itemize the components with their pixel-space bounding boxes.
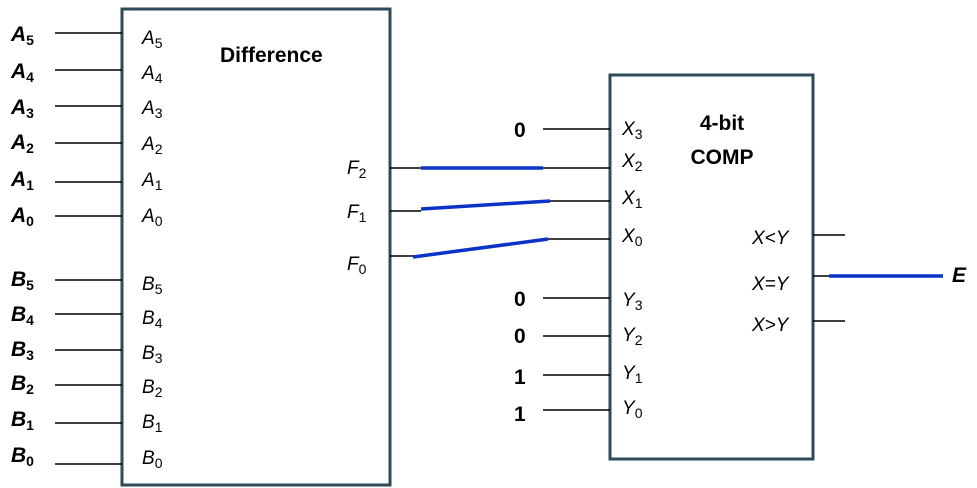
- svg-text:X3: X3: [621, 119, 643, 142]
- svg-text:B1: B1: [11, 408, 34, 433]
- x-input-3: 0 X3: [514, 119, 643, 142]
- comp-title-line2: COMP: [691, 146, 754, 169]
- f-output-0: F0: [347, 254, 414, 277]
- a-input-0: A0 A0: [10, 204, 163, 229]
- svg-text:B3: B3: [11, 338, 34, 363]
- svg-text:X1: X1: [621, 188, 643, 211]
- svg-text:B2: B2: [11, 372, 34, 397]
- y-input-2: 0 Y2: [514, 325, 643, 348]
- svg-text:B3: B3: [142, 343, 163, 366]
- svg-text:F2: F2: [347, 158, 367, 181]
- b-input-3: B3 B3: [11, 338, 163, 366]
- f-output-1: F1: [347, 202, 421, 225]
- svg-text:B5: B5: [11, 268, 34, 293]
- svg-text:1: 1: [514, 403, 526, 426]
- b-input-2: B2 B2: [11, 372, 163, 400]
- svg-text:Y2: Y2: [622, 325, 643, 348]
- svg-text:X<Y: X<Y: [751, 228, 790, 249]
- svg-text:B1: B1: [142, 412, 163, 435]
- a-input-4: A4 A4: [10, 60, 163, 86]
- svg-text:F1: F1: [347, 202, 367, 225]
- svg-text:F0: F0: [347, 254, 367, 277]
- a-input-1: A1 A1: [10, 168, 163, 193]
- svg-text:B4: B4: [11, 303, 34, 328]
- svg-text:1: 1: [514, 366, 526, 389]
- svg-text:B2: B2: [142, 377, 163, 400]
- result-label-e: E: [952, 264, 967, 287]
- svg-text:A1: A1: [10, 168, 34, 193]
- svg-text:A1: A1: [141, 170, 163, 193]
- comp-output-group: X<Y X=Y E X>Y: [751, 228, 967, 336]
- comp-title-line1: 4-bit: [700, 112, 744, 135]
- a-input-2: A2 A2: [10, 131, 163, 157]
- svg-text:A4: A4: [10, 60, 34, 85]
- x-input-0: X0: [548, 226, 643, 249]
- wire-f1-x1: [420, 199, 551, 211]
- b-input-0: B0 B0: [11, 444, 163, 471]
- wire-f0-x0: [412, 237, 549, 259]
- svg-text:A0: A0: [141, 206, 163, 229]
- output-greater-than: X>Y: [751, 315, 845, 336]
- comp-block: [608, 73, 815, 461]
- output-less-than: X<Y: [751, 228, 845, 249]
- svg-text:A4: A4: [141, 63, 163, 86]
- a-input-3: A3 A3: [10, 96, 163, 121]
- svg-text:A3: A3: [141, 98, 163, 121]
- svg-text:A5: A5: [10, 23, 34, 48]
- difference-title: Difference: [220, 44, 323, 67]
- svg-text:Y0: Y0: [622, 398, 643, 421]
- svg-text:A2: A2: [10, 131, 34, 156]
- b-input-5: B5 B5: [11, 268, 163, 297]
- svg-text:0: 0: [514, 119, 526, 142]
- svg-text:B0: B0: [11, 444, 34, 469]
- output-equal: X=Y E: [751, 264, 967, 295]
- b-input-1: B1 B1: [11, 408, 163, 435]
- svg-text:X>Y: X>Y: [751, 315, 790, 336]
- y-input-group: 0 Y3 0 Y2 1 Y1 1 Y0: [514, 288, 643, 426]
- a-input-5: A5 A5: [10, 23, 163, 51]
- y-input-1: 1 Y1: [514, 363, 643, 389]
- svg-text:Y1: Y1: [622, 363, 643, 386]
- x-input-2: X2: [543, 151, 643, 174]
- svg-text:A3: A3: [10, 96, 34, 121]
- svg-text:0: 0: [514, 325, 526, 348]
- a-input-group: A5 A5 A4 A4 A3 A3 A2 A2 A1 A1 A0 A0: [10, 23, 163, 229]
- difference-block: [120, 7, 392, 487]
- svg-text:B0: B0: [142, 448, 163, 471]
- x-input-1: X1: [550, 188, 643, 211]
- y-input-0: 1 Y0: [514, 398, 643, 426]
- y-input-3: 0 Y3: [514, 288, 643, 313]
- svg-text:A0: A0: [10, 204, 34, 229]
- f-output-group: F2 F1 F0: [347, 158, 421, 277]
- b-input-group: B5 B5 B4 B4 B3 B3 B2 B2 B1 B1 B0 B0: [11, 268, 163, 471]
- b-input-4: B4 B4: [11, 303, 163, 331]
- svg-text:X2: X2: [621, 151, 643, 174]
- svg-text:B4: B4: [142, 308, 163, 331]
- svg-text:X=Y: X=Y: [751, 274, 790, 295]
- svg-text:A5: A5: [141, 28, 163, 51]
- x-input-group: 0 X3 X2 X1 X0: [514, 119, 643, 249]
- svg-text:Y3: Y3: [622, 290, 643, 313]
- svg-text:X0: X0: [621, 226, 643, 249]
- f-output-2: F2: [347, 158, 421, 181]
- svg-text:0: 0: [514, 288, 526, 311]
- svg-text:A2: A2: [141, 134, 163, 157]
- svg-text:B5: B5: [142, 274, 163, 297]
